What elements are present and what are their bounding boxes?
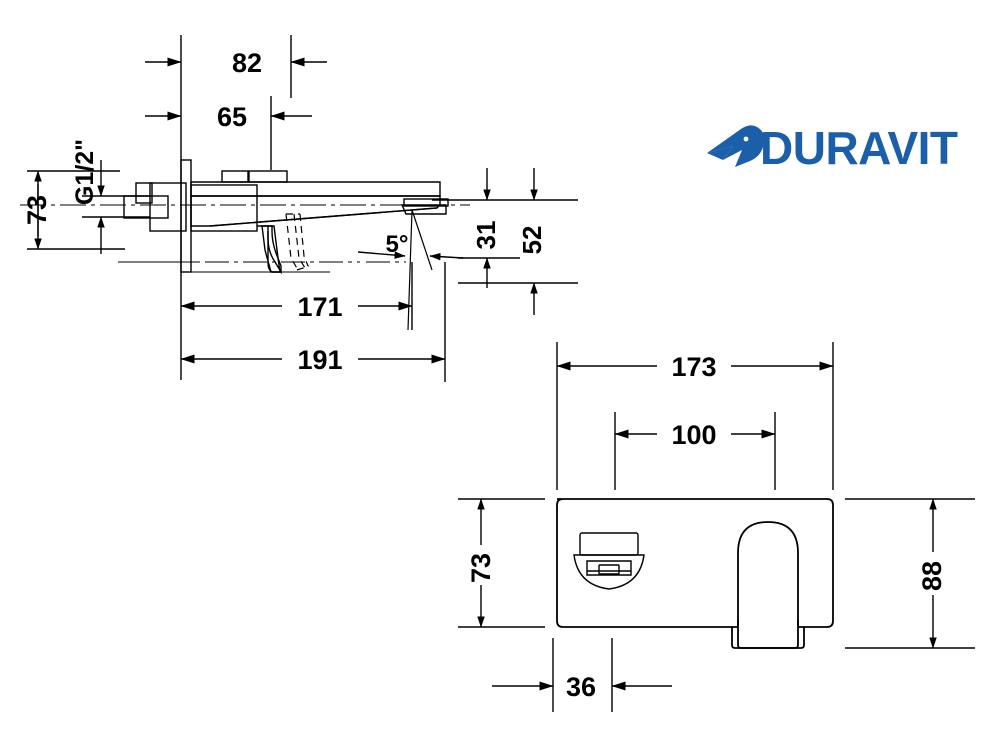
dimension-173-label: 173 bbox=[671, 352, 716, 382]
dimension-171-label: 171 bbox=[297, 292, 342, 322]
dimension-36-label: 36 bbox=[566, 672, 596, 702]
side-view-body bbox=[20, 159, 470, 275]
dimension-g-half-inch-label: G1/2" bbox=[71, 139, 99, 205]
duravit-logo: DURAVIT bbox=[707, 122, 958, 174]
dimension-73-top-label: 73 bbox=[22, 195, 52, 225]
dimension-65-label: 65 bbox=[217, 102, 247, 132]
dimension-labels: 82 65 G1/2" 73 5° 31 52 171 191 173 100 … bbox=[22, 48, 947, 702]
duravit-wordmark: DURAVIT bbox=[760, 122, 958, 174]
dimension-82-label: 82 bbox=[232, 48, 262, 78]
dimension-5-degrees-label: 5° bbox=[386, 231, 409, 258]
dimension-5-degrees-line bbox=[357, 209, 464, 331]
dimension-52-label: 52 bbox=[517, 226, 547, 255]
side-view-extension-lines bbox=[27, 35, 578, 382]
dimension-88-label: 88 bbox=[917, 561, 947, 591]
dimension-191-label: 191 bbox=[297, 345, 342, 375]
dimension-73-bottom-label: 73 bbox=[466, 553, 496, 583]
dimension-100-label: 100 bbox=[671, 420, 716, 450]
front-view-body bbox=[556, 498, 834, 649]
front-view-extension-lines bbox=[458, 342, 975, 712]
dimension-31-label: 31 bbox=[471, 221, 501, 250]
duravit-bird-mark bbox=[707, 125, 765, 167]
